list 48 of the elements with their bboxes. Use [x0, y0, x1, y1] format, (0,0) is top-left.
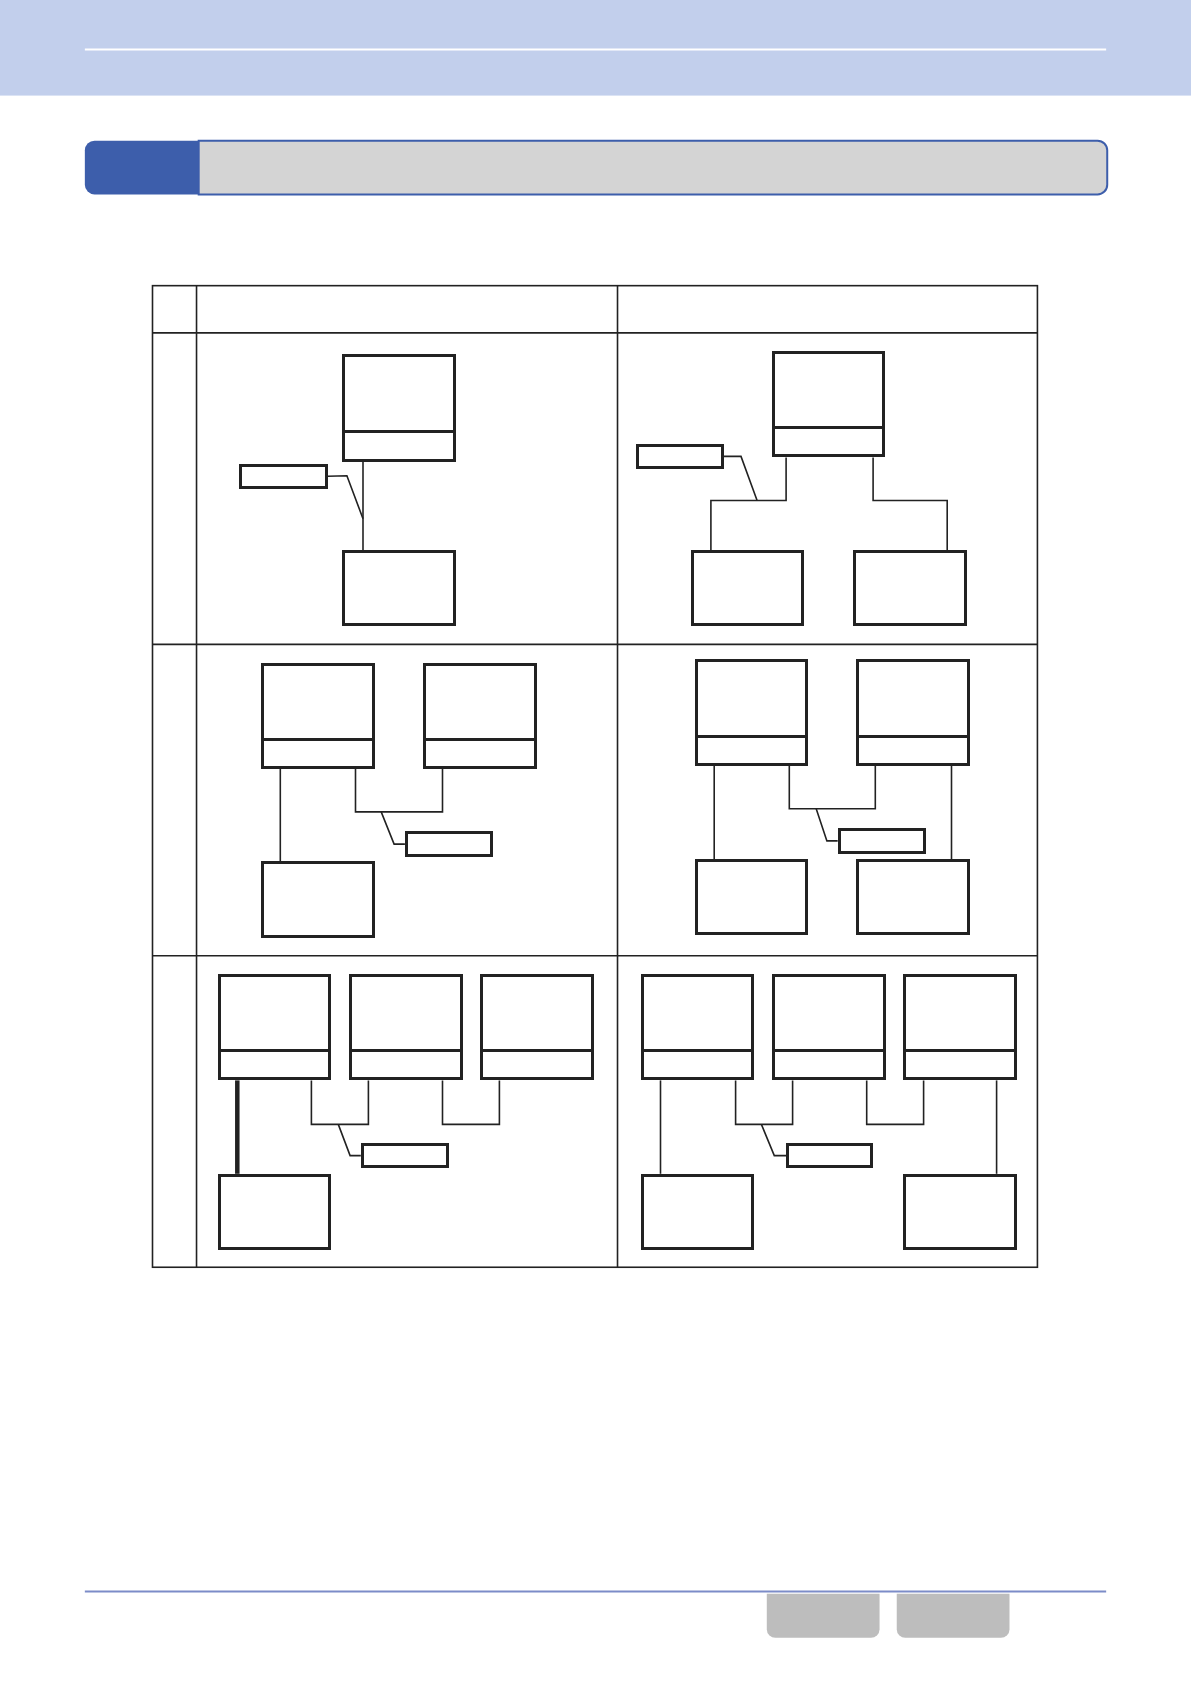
connection-line: [950, 764, 953, 860]
connection-line: [659, 1079, 662, 1175]
label-box: [635, 443, 724, 470]
device-box: [260, 861, 375, 938]
unit-box: [260, 662, 375, 769]
connection-line: [310, 1079, 370, 1126]
device-box: [341, 549, 457, 627]
label-box: [786, 1142, 874, 1169]
leader-line: [760, 1123, 787, 1157]
label-box: [837, 828, 926, 854]
connection-line: [713, 764, 715, 860]
connection-line: [865, 1079, 925, 1126]
leader-line: [337, 1123, 362, 1157]
unit-box: [694, 659, 808, 766]
unit-box: [341, 354, 457, 462]
unit-box: [641, 974, 754, 1081]
connection-line: [788, 764, 877, 810]
connection-line: [734, 1079, 794, 1126]
leader-line: [326, 475, 364, 520]
device-box: [903, 1173, 1017, 1251]
device-box: [855, 859, 970, 936]
connection-line: [995, 1079, 998, 1175]
connection-line: [441, 1079, 501, 1126]
unit-box: [772, 974, 886, 1081]
label-box: [360, 1142, 449, 1169]
unit-box: [480, 974, 594, 1081]
unit-box: [423, 662, 537, 769]
leader-line: [723, 455, 758, 502]
connection-line: [710, 456, 787, 551]
device-box: [852, 549, 967, 627]
leader-line: [380, 811, 406, 845]
leader-line: [815, 807, 839, 842]
unit-box: [218, 974, 331, 1081]
device-box: [694, 859, 808, 936]
unit-box: [772, 351, 885, 458]
device-box: [641, 1173, 754, 1251]
label-box: [404, 831, 493, 857]
device-box: [690, 549, 805, 627]
label-box: [239, 463, 328, 489]
unit-box: [349, 974, 463, 1081]
connection-line: [872, 456, 948, 551]
device-box: [218, 1173, 331, 1251]
unit-box: [855, 659, 970, 766]
connection-line: [279, 768, 282, 863]
connection-line: [362, 461, 364, 551]
connection-line: [354, 768, 444, 813]
unit-box: [903, 974, 1017, 1081]
connection-line: [235, 1080, 240, 1174]
